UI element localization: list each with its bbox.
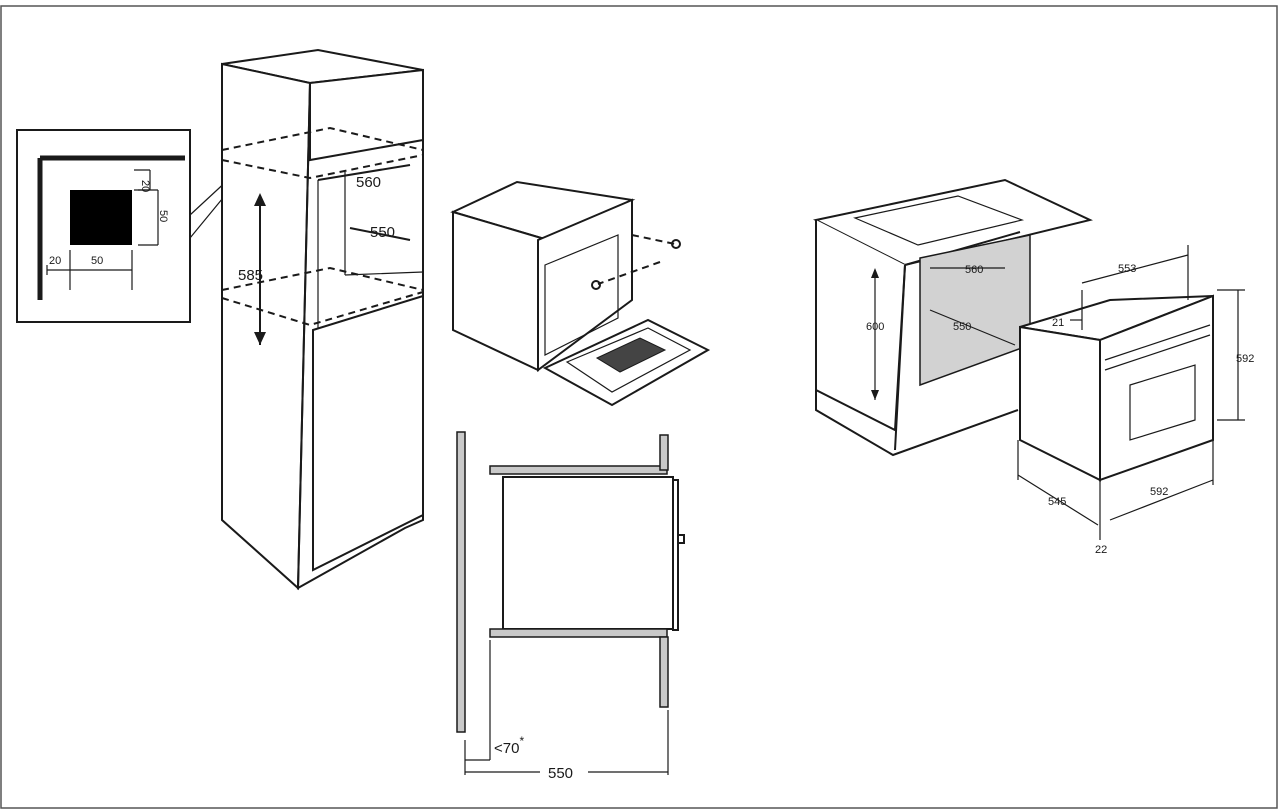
screw-icon	[591, 280, 601, 290]
screw-icon	[671, 239, 681, 249]
dim-top-offset: 20	[139, 180, 151, 192]
dim-niche-depth-2: 550	[953, 321, 971, 333]
under-counter-install: 560 550 600 553 592 21 545 592 22	[813, 178, 1254, 556]
tall-cabinet: 560 550 585	[221, 48, 424, 591]
dim-cutout-width: 50	[91, 255, 103, 267]
dim-oven-depth: 545	[1048, 496, 1066, 508]
dim-gap: <70*	[494, 734, 524, 757]
cutout-square	[70, 190, 132, 245]
dim-cutout-height: 50	[157, 210, 169, 222]
dim-panel-offset: 21	[1052, 317, 1064, 329]
dim-oven-height: 592	[1236, 353, 1254, 365]
dim-niche-width-2: 560	[965, 264, 983, 276]
dim-niche-height: 585	[238, 267, 263, 284]
dim-section-depth: 550	[548, 765, 573, 782]
cabinet-side	[221, 62, 312, 591]
cabinet-lower-door	[312, 294, 424, 572]
dim-door-depth: 22	[1095, 544, 1107, 556]
oven-body-side	[1019, 325, 1101, 482]
dim-niche-height-2: 600	[866, 321, 884, 333]
dim-oven-width: 592	[1150, 486, 1168, 498]
corner-profile	[37, 155, 185, 300]
detail-view: 20 50 20 50	[16, 129, 240, 323]
dim-oven-width-top: 553	[1118, 263, 1136, 275]
wall-panel	[456, 431, 466, 733]
diagram-border	[0, 5, 1278, 809]
oven-open-door	[450, 180, 711, 407]
dim-niche-width: 560	[356, 174, 381, 191]
dim-left-offset: 20	[49, 255, 61, 267]
oven-section	[502, 476, 674, 630]
oven-window	[1129, 364, 1196, 441]
niche-back	[919, 234, 1031, 387]
side-section: <70* 550	[456, 431, 685, 782]
detail-frame	[16, 129, 191, 323]
dim-niche-depth: 550	[370, 224, 395, 241]
